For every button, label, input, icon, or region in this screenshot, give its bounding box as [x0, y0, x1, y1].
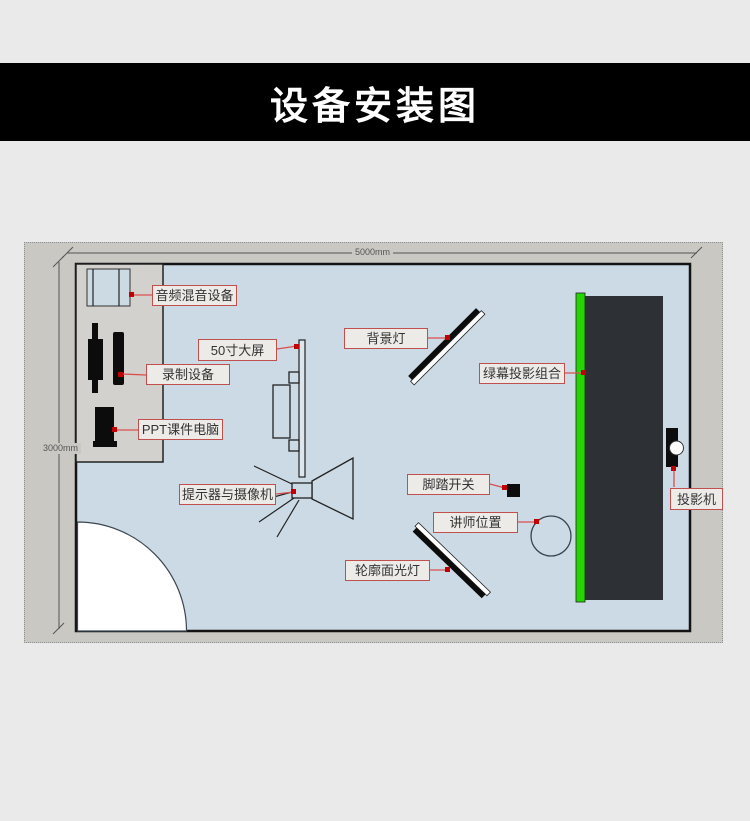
label-prompter-camera: 提示器与摄像机 — [179, 484, 276, 505]
label-audio-mixer: 音频混音设备 — [152, 285, 237, 306]
big-screen-shape — [272, 339, 306, 478]
leader-foot-switch — [489, 483, 507, 490]
leader-background-light — [428, 335, 450, 340]
leader-projector — [671, 466, 676, 487]
recording-device-left — [88, 323, 103, 393]
floorplan-svg — [52, 246, 703, 635]
recording-device-right — [113, 332, 124, 385]
foot-switch-shape — [507, 484, 520, 497]
lecturer-circle — [530, 515, 572, 557]
leader-lecturer-position — [518, 519, 539, 524]
audio-mixer-shape — [86, 268, 131, 307]
room-height-dimension: 3000mm — [40, 443, 82, 454]
leader-big-screen — [276, 344, 299, 350]
room-width-dimension: 5000mm — [352, 247, 394, 258]
door-arc — [76, 521, 188, 632]
label-recording: 录制设备 — [146, 364, 230, 385]
label-big-screen: 50寸大屏 — [198, 339, 277, 361]
leader-contour-light — [430, 567, 450, 572]
leader-green-screen-combo — [565, 370, 586, 375]
label-foot-switch: 脚踏开关 — [407, 474, 490, 495]
label-ppt-computer: PPT课件电脑 — [138, 419, 223, 440]
leader-prompter-camera — [275, 489, 296, 495]
projector-shape — [666, 428, 684, 467]
label-lecturer-position: 讲师位置 — [433, 512, 518, 533]
label-contour-light: 轮廓面光灯 — [345, 560, 430, 581]
header-band: 设备安装图 — [0, 63, 750, 141]
contour-light-bar — [412, 522, 492, 599]
background-light-bar — [408, 308, 486, 386]
label-background-light: 背景灯 — [344, 328, 428, 349]
label-green-screen-combo: 绿幕投影组合 — [479, 363, 565, 384]
green-screen-strip — [575, 292, 586, 603]
ppt-computer-shape — [93, 407, 117, 447]
projector-lens — [669, 440, 684, 456]
projection-panel — [585, 296, 663, 600]
page-title: 设备安装图 — [269, 85, 480, 128]
label-projector: 投影机 — [670, 488, 723, 510]
leader-ppt-computer — [112, 427, 138, 432]
leader-audio-mixer — [129, 292, 152, 297]
leader-recording — [118, 372, 147, 377]
